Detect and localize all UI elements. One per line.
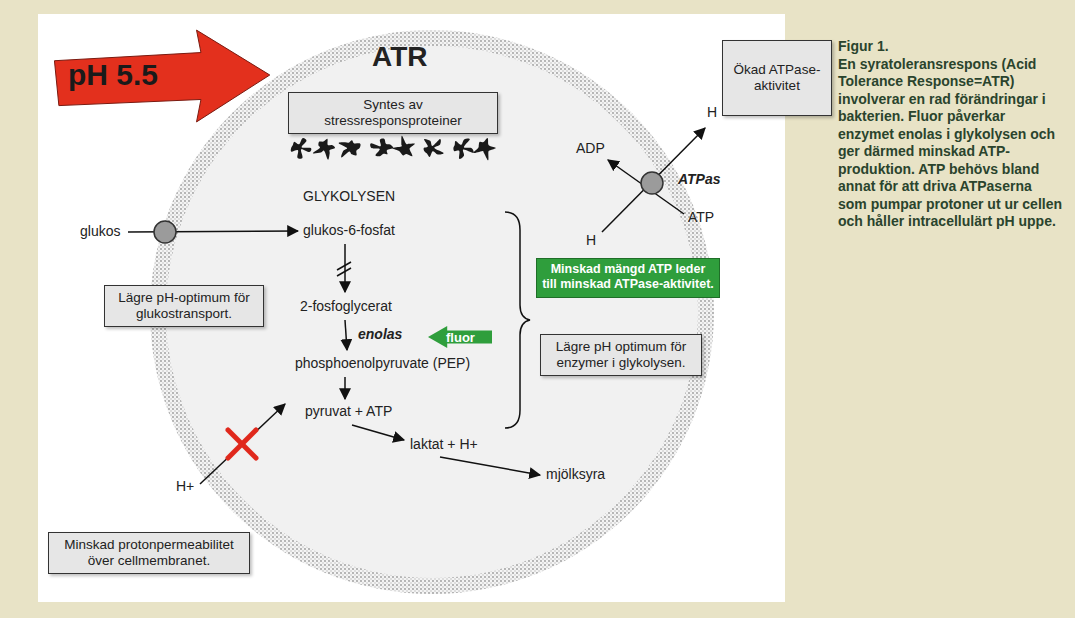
node-text: Syntes av stressresponsproteiner bbox=[295, 97, 491, 129]
figure-caption: Figur 1.En syratoleransrespons (Acid Tol… bbox=[838, 38, 1063, 231]
ion-label: ATP bbox=[688, 209, 714, 226]
bracket bbox=[505, 212, 530, 428]
protein-blob bbox=[339, 140, 361, 157]
panel bbox=[38, 14, 785, 602]
proton-arrow bbox=[200, 404, 285, 484]
atpase-symbol bbox=[641, 172, 663, 194]
slash-mark bbox=[337, 268, 351, 276]
protein-blob bbox=[291, 138, 312, 159]
pathway-arrow bbox=[344, 244, 346, 292]
response-box: Lägre pH-optimum för glukostransport. bbox=[104, 285, 264, 327]
protein-blob bbox=[473, 138, 496, 160]
response-box: Minskad protonpermeabilitet över cellmem… bbox=[48, 532, 250, 574]
node-text: Minskad mängd ATP leder till minskad ATP… bbox=[542, 262, 714, 292]
atp-arrow bbox=[608, 160, 684, 214]
node-text: pH 5.5 bbox=[68, 58, 158, 92]
pathway-arrow bbox=[344, 377, 346, 399]
ion-label: H bbox=[586, 232, 596, 249]
metabolite: mjölksyra bbox=[546, 466, 605, 483]
metabolite: 2-fosfoglycerat bbox=[300, 298, 392, 315]
node-text: Minskad protonpermeabilitet över cellmem… bbox=[55, 537, 243, 569]
node-text: Lägre pH optimum för enzymer i glykolyse… bbox=[547, 339, 695, 371]
protein-blob bbox=[392, 136, 415, 157]
glucose-transporter bbox=[154, 221, 176, 243]
protein-blob bbox=[313, 139, 335, 160]
ion-label: ADP bbox=[576, 140, 605, 157]
response-box: Syntes av stressresponsproteiner bbox=[288, 92, 498, 134]
response-box: Ökad ATPase-aktivitet bbox=[722, 40, 832, 116]
node-text: fluor bbox=[446, 330, 475, 345]
response-box: Lägre pH optimum för enzymer i glykolyse… bbox=[540, 334, 702, 376]
caption-text: En syratoleransrespons (Acid Tolerance R… bbox=[838, 56, 1063, 231]
protein-blob bbox=[370, 139, 393, 157]
pathway-name: GLYKOLYSEN bbox=[303, 188, 395, 205]
ion-label: H+ bbox=[176, 478, 194, 495]
node-text: Ökad ATPase-aktivitet bbox=[729, 62, 825, 94]
protein-blob bbox=[424, 139, 444, 157]
metabolite: glukos bbox=[80, 223, 120, 240]
inhibitor-arrow: fluor bbox=[428, 326, 492, 348]
pathway-arrow bbox=[352, 425, 404, 440]
stress-proteins bbox=[291, 136, 496, 161]
effect-box: Minskad mängd ATP leder till minskad ATP… bbox=[536, 258, 720, 298]
ion-label: H bbox=[707, 104, 717, 121]
enzyme-name: ATPas bbox=[678, 171, 721, 188]
metabolite: phosphoenolpyruvate (PEP) bbox=[295, 355, 470, 372]
figure-title: Figur 1. bbox=[838, 38, 1063, 56]
enzyme-name: enolas bbox=[358, 326, 402, 343]
cell-title: ATR bbox=[372, 40, 427, 74]
metabolite: pyruvat + ATP bbox=[305, 403, 392, 420]
node-text: Lägre pH-optimum för glukostransport. bbox=[111, 290, 257, 322]
protein-blob bbox=[453, 139, 473, 159]
metabolite: laktat + H+ bbox=[410, 436, 478, 453]
pathway-arrow bbox=[440, 457, 540, 475]
block-cross bbox=[228, 430, 256, 458]
stress-arrow: pH 5.5 bbox=[50, 24, 272, 126]
metabolite: glukos-6-fosfat bbox=[303, 222, 395, 239]
pathway-arrow bbox=[345, 320, 347, 350]
